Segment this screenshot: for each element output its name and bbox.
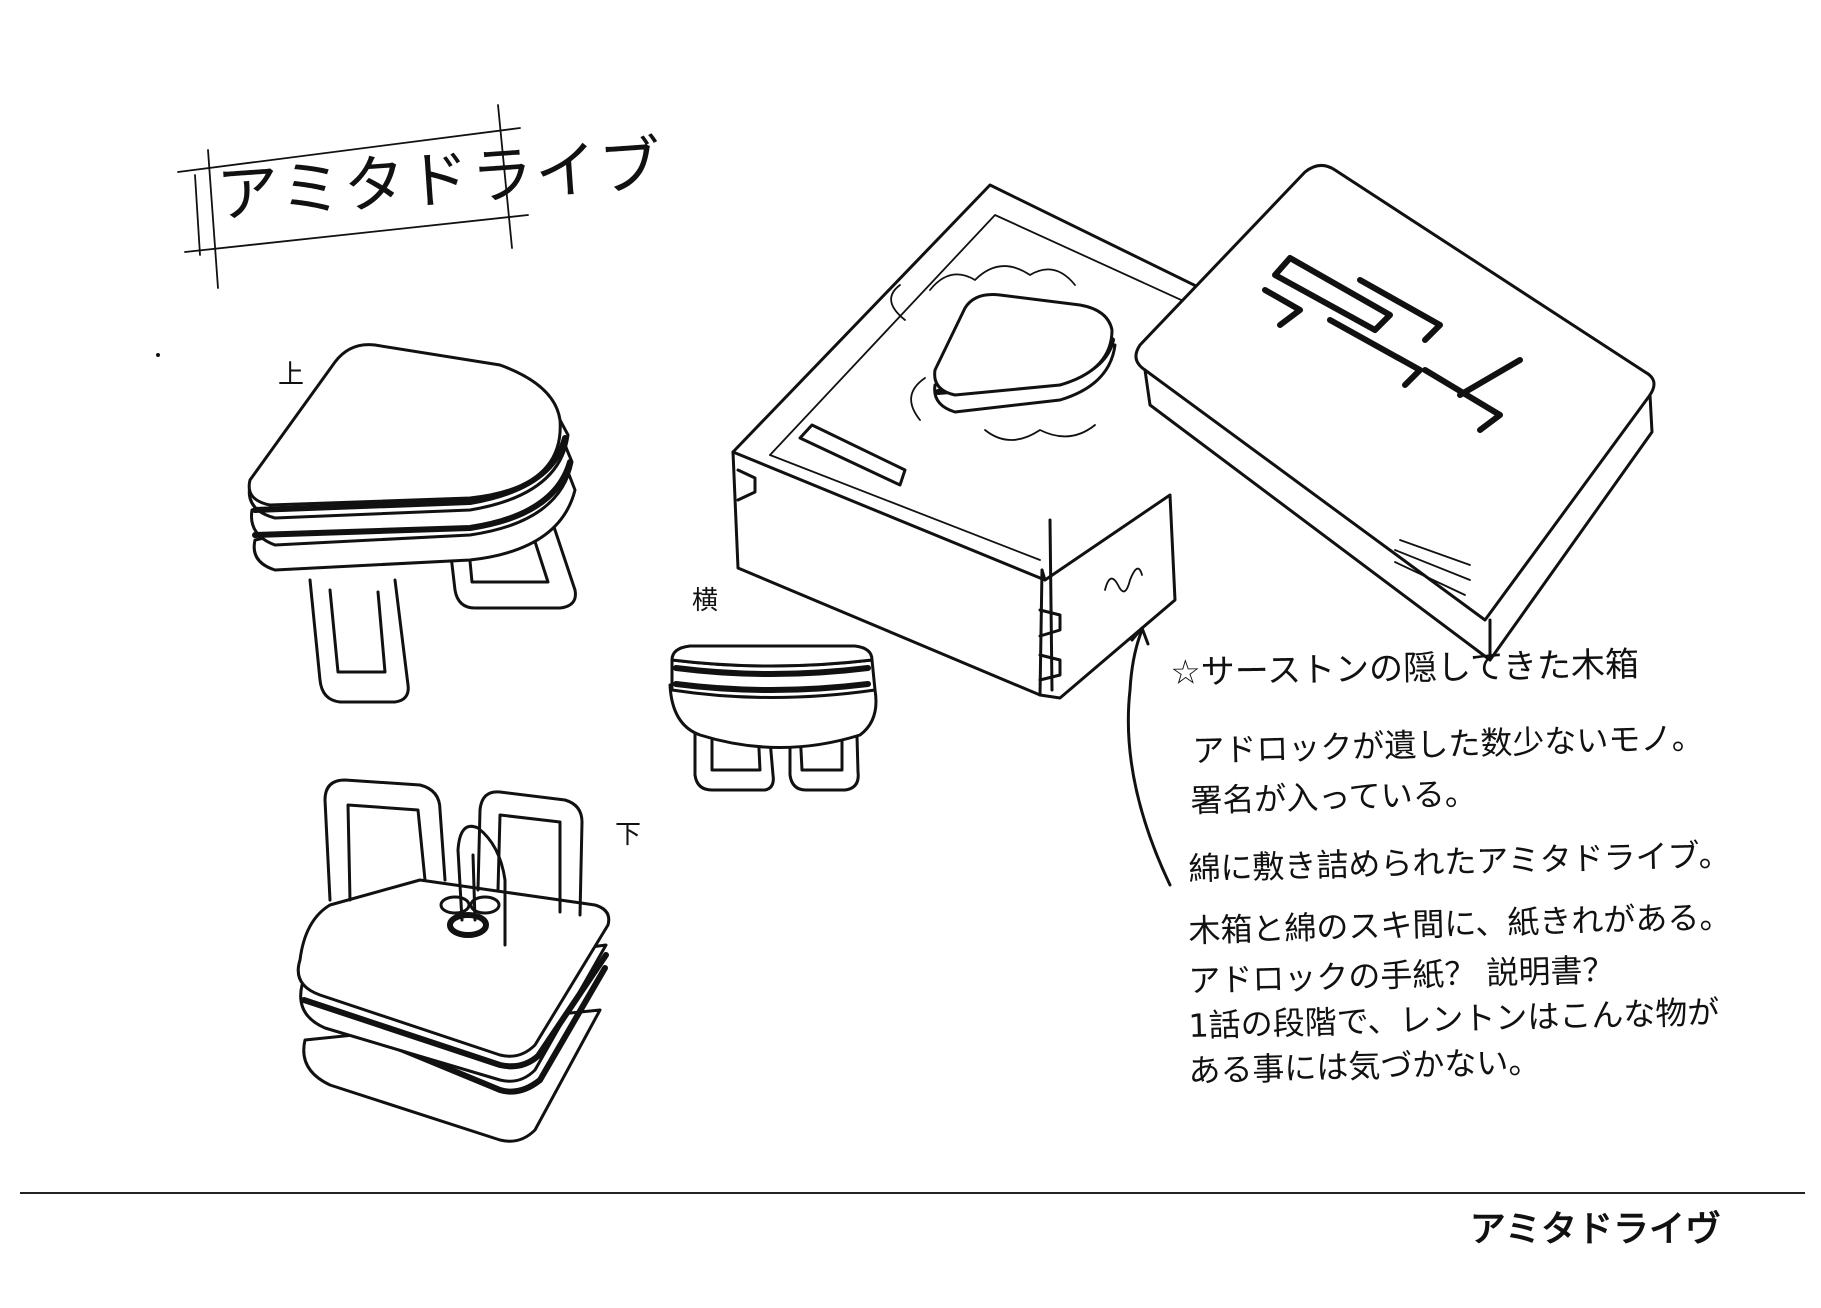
view-label-top: 上 — [278, 360, 305, 390]
wooden-box-drawing — [731, 164, 1656, 700]
view-label-bottom: 下 — [615, 820, 642, 850]
footer-title: アミタドライヴ — [1469, 1208, 1721, 1249]
drive-side-view-drawing — [668, 644, 878, 792]
note-line-7: ある事には気づかない。 — [1187, 1042, 1541, 1090]
footer-divider — [20, 1192, 1805, 1194]
drive-bottom-view-drawing — [296, 778, 611, 1143]
stray-dot — [156, 353, 160, 357]
view-label-side: 横 — [692, 586, 719, 616]
annotation-arrow-drawing — [1126, 628, 1172, 887]
annotation-arrowhead-drawing — [1130, 626, 1150, 646]
note-heading: ☆サーストンの隠してきた木箱 — [1169, 644, 1640, 693]
title-frame-drawing — [177, 104, 529, 289]
drive-top-view-drawing — [247, 343, 577, 704]
note-line-2: 署名が入っている。 — [1189, 774, 1478, 820]
